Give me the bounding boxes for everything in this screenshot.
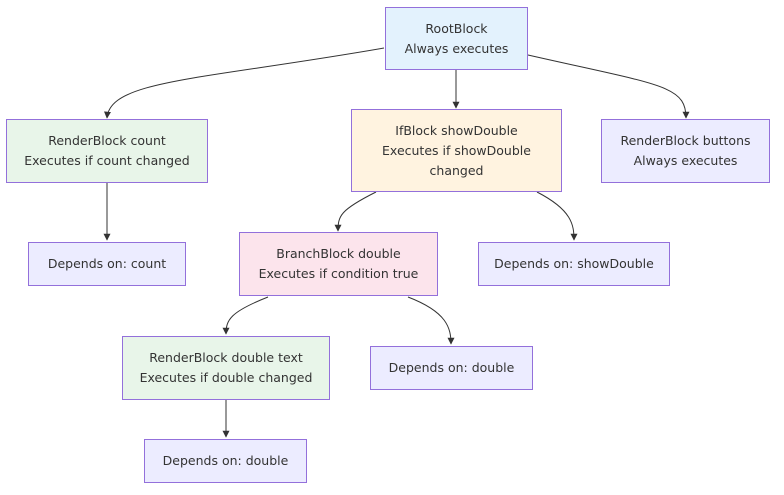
root-block-node: RootBlock Always executes	[385, 7, 528, 70]
render-block-count-desc: Executes if count changed	[24, 153, 190, 168]
branch-block-title: BranchBlock double	[276, 246, 401, 261]
depends-on-count-label: Depends on: count	[47, 256, 167, 271]
depends-on-double-branch-label: Depends on: double	[388, 360, 515, 375]
branch-block-desc: Executes if condition true	[258, 266, 419, 281]
depends-on-double-render-node: Depends on: double	[144, 439, 307, 483]
edge-if-to-branch-double	[334, 191, 377, 232]
edge-root-to-render-buttons	[527, 54, 690, 119]
render-block-double-text-title: RenderBlock double text	[149, 350, 303, 365]
if-block-desc-line2: changed	[429, 162, 484, 178]
if-block-title: IfBlock showDouble	[395, 122, 518, 138]
render-block-double-text-desc: Executes if double changed	[139, 370, 313, 385]
if-block-show-double-node: IfBlock showDouble Executes if showDoubl…	[351, 109, 562, 192]
edge-branch-to-render-double-text	[222, 296, 269, 335]
root-block-desc: Always executes	[404, 40, 509, 56]
depends-on-show-double-node: Depends on: showDouble	[478, 242, 670, 286]
render-block-double-text-node: RenderBlock double text Executes if doub…	[122, 336, 330, 400]
edge-if-to-dep-show-double	[536, 191, 578, 241]
depends-on-double-render-label: Depends on: double	[162, 453, 289, 468]
depends-on-double-branch-node: Depends on: double	[370, 346, 533, 390]
edge-branch-to-dep-double	[407, 296, 455, 345]
depends-on-show-double-label: Depends on: showDouble	[494, 256, 654, 271]
branch-block-double-node: BranchBlock double Executes if condition…	[239, 232, 438, 296]
render-block-buttons-title: RenderBlock buttons	[620, 133, 751, 148]
edge-root-to-render-count	[104, 47, 385, 119]
render-block-count-title: RenderBlock count	[48, 133, 166, 148]
render-block-buttons-desc: Always executes	[633, 153, 738, 168]
render-block-count-node: RenderBlock count Executes if count chan…	[6, 119, 208, 183]
render-block-buttons-node: RenderBlock buttons Always executes	[601, 119, 770, 183]
root-block-title: RootBlock	[425, 20, 488, 36]
if-block-desc-line1: Executes if showDouble	[382, 142, 531, 158]
depends-on-count-node: Depends on: count	[28, 242, 186, 286]
